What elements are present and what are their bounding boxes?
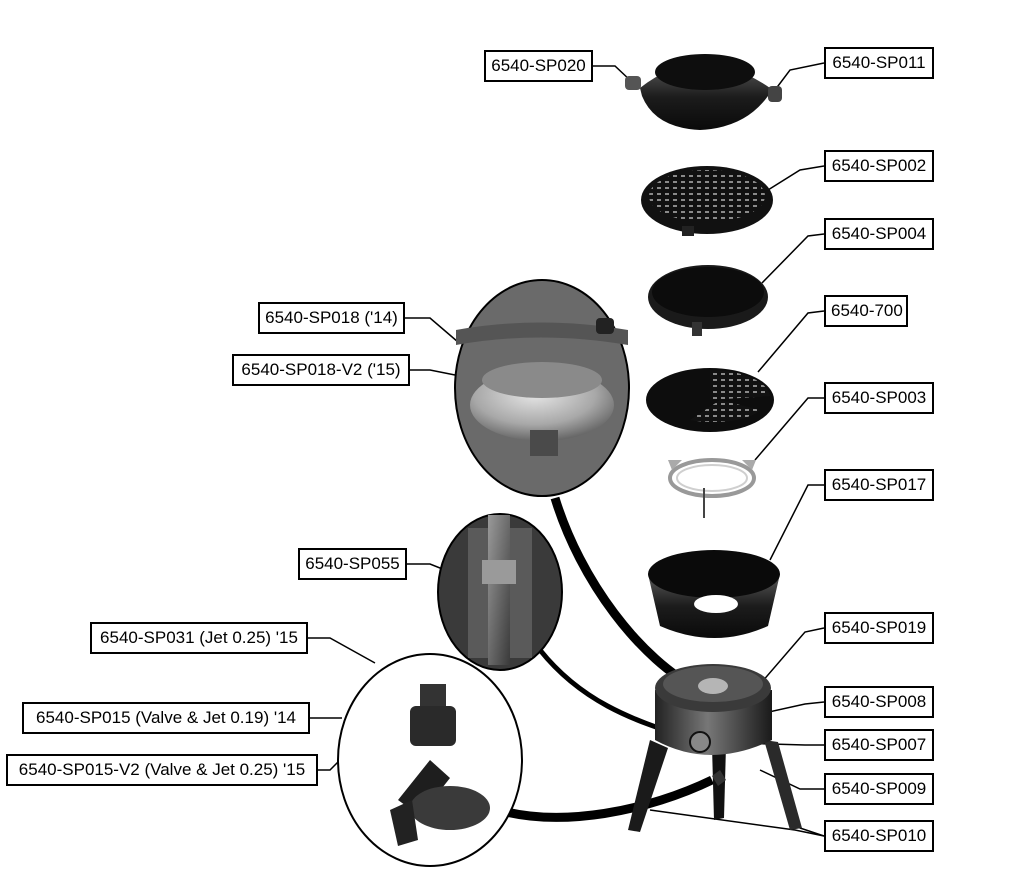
label-6540-SP011: 6540-SP011: [824, 47, 934, 79]
base-body-part: [628, 664, 802, 832]
flat-plate-part: [648, 265, 768, 336]
label-6540-SP019: 6540-SP019: [824, 612, 934, 644]
label-6540-700: 6540-700: [824, 295, 908, 327]
label-6540-SP015-V2: 6540-SP015-V2 (Valve & Jet 0.25) '15: [6, 754, 318, 786]
valve-detail-bubble: [337, 653, 523, 867]
burner-detail-bubble: [454, 279, 630, 497]
bowl-part: [648, 550, 780, 638]
label-6540-SP008: 6540-SP008: [824, 686, 934, 718]
label-6540-SP004: 6540-SP004: [824, 218, 934, 250]
grill-plate-part: [641, 166, 773, 236]
hose-fitting-detail-bubble: [437, 513, 563, 671]
label-6540-SP003: 6540-SP003: [824, 382, 934, 414]
label-6540-SP015: 6540-SP015 (Valve & Jet 0.19) '14: [22, 702, 310, 734]
label-6540-SP018-V2-15: 6540-SP018-V2 ('15): [232, 354, 410, 386]
pot-support-part: [668, 458, 756, 518]
label-6540-SP020: 6540-SP020: [484, 50, 593, 82]
label-6540-SP010: 6540-SP010: [824, 820, 934, 852]
label-6540-SP002: 6540-SP002: [824, 150, 934, 182]
label-6540-SP055: 6540-SP055: [298, 548, 407, 580]
label-6540-SP009: 6540-SP009: [824, 773, 934, 805]
label-6540-SP018-14: 6540-SP018 ('14): [258, 302, 405, 334]
label-6540-SP031: 6540-SP031 (Jet 0.25) '15: [90, 622, 308, 654]
combo-plate-part: [646, 368, 774, 432]
lid-part: [625, 54, 782, 130]
label-6540-SP017: 6540-SP017: [824, 469, 934, 501]
label-6540-SP007: 6540-SP007: [824, 729, 934, 761]
